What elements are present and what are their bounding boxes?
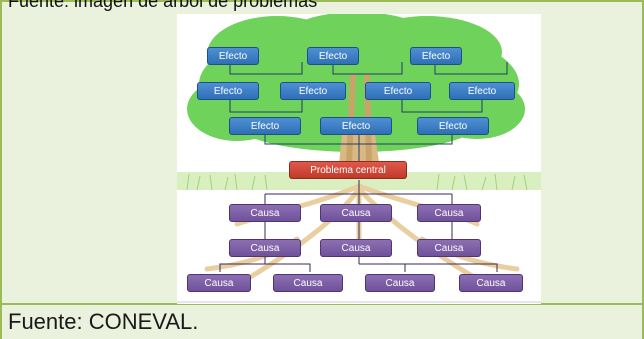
effect-box: Efecto [280, 82, 346, 100]
table-border-right [642, 0, 644, 339]
source-caption: Fuente: CONEVAL. [8, 309, 199, 334]
effect-box: Efecto [197, 82, 259, 100]
cause-box: Causa [273, 274, 343, 292]
problem-tree-figure: Efecto Efecto Efecto Efecto Efecto Efect… [177, 14, 541, 304]
effect-box: Efecto [365, 82, 431, 100]
effect-box: Efecto [449, 82, 515, 100]
central-problem-box: Problema central [289, 161, 407, 179]
cause-box: Causa [187, 274, 251, 292]
effect-box: Efecto [307, 47, 359, 65]
table-border-middle [0, 303, 644, 305]
effect-box: Efecto [207, 47, 259, 65]
cause-box: Causa [320, 204, 392, 222]
table-border-top [0, 0, 644, 2]
table-border-left [0, 0, 2, 339]
cause-box: Causa [229, 204, 301, 222]
effect-box: Efecto [229, 117, 301, 135]
cause-box: Causa [417, 239, 481, 257]
cause-box: Causa [365, 274, 435, 292]
cause-box: Causa [417, 204, 481, 222]
top-caption: Fuente: imagen de árbol de problemas [8, 0, 318, 11]
effect-box: Efecto [417, 117, 489, 135]
cause-box: Causa [229, 239, 301, 257]
effect-box: Efecto [320, 117, 392, 135]
cause-box: Causa [320, 239, 392, 257]
cause-box: Causa [459, 274, 523, 292]
effect-box: Efecto [410, 47, 462, 65]
